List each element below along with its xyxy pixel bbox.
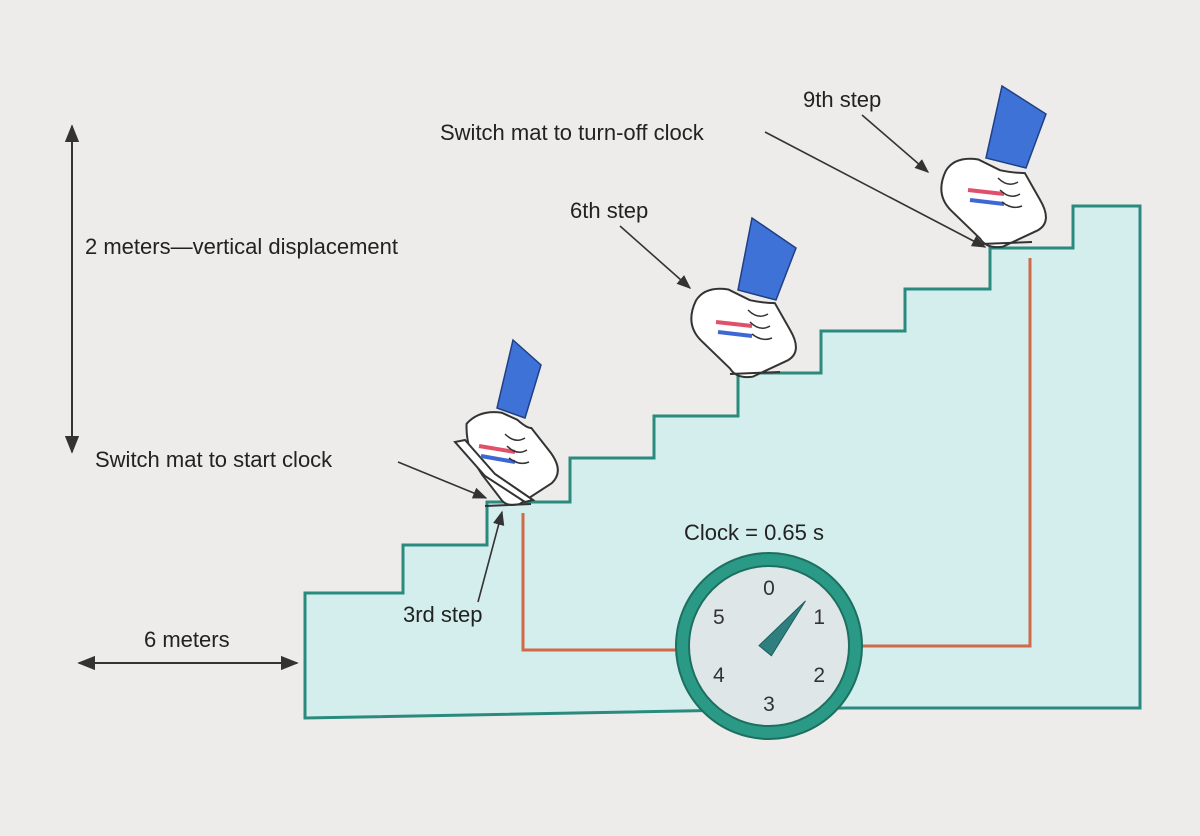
start-mat-wire xyxy=(521,513,678,652)
clock-hand xyxy=(758,600,806,657)
vertical-displacement-label: 2 meters—vertical displacement xyxy=(85,234,398,259)
stop-clock: 0 1 2 3 4 5 xyxy=(675,552,863,740)
step9-label: 9th step xyxy=(803,87,881,112)
dial-number-1: 1 xyxy=(813,606,825,629)
stop-mat-wire xyxy=(860,258,1032,648)
step3-callout xyxy=(477,510,505,603)
step6-label: 6th step xyxy=(570,198,648,223)
start-mat-callout xyxy=(397,461,488,499)
dial-number-0: 0 xyxy=(763,577,775,600)
horizontal-distance-label: 6 meters xyxy=(144,627,230,652)
dial-number-3: 3 xyxy=(763,693,775,716)
start-mat-label: Switch mat to start clock xyxy=(95,447,333,472)
sneaker-icon-step6 xyxy=(690,216,797,379)
dial-number-4: 4 xyxy=(713,664,725,687)
sneaker-icon-step9 xyxy=(940,84,1047,249)
stop-mat-callout xyxy=(764,131,987,248)
stop-mat-label: Switch mat to turn-off clock xyxy=(440,120,705,145)
clock-reading-label: Clock = 0.65 s xyxy=(684,520,824,545)
step3-label: 3rd step xyxy=(403,602,483,627)
dial-number-2: 2 xyxy=(813,664,825,687)
dial-number-5: 5 xyxy=(713,606,725,629)
step6-callout xyxy=(619,225,692,289)
step9-callout xyxy=(861,114,930,173)
sneaker-icon-step3 xyxy=(453,338,559,507)
